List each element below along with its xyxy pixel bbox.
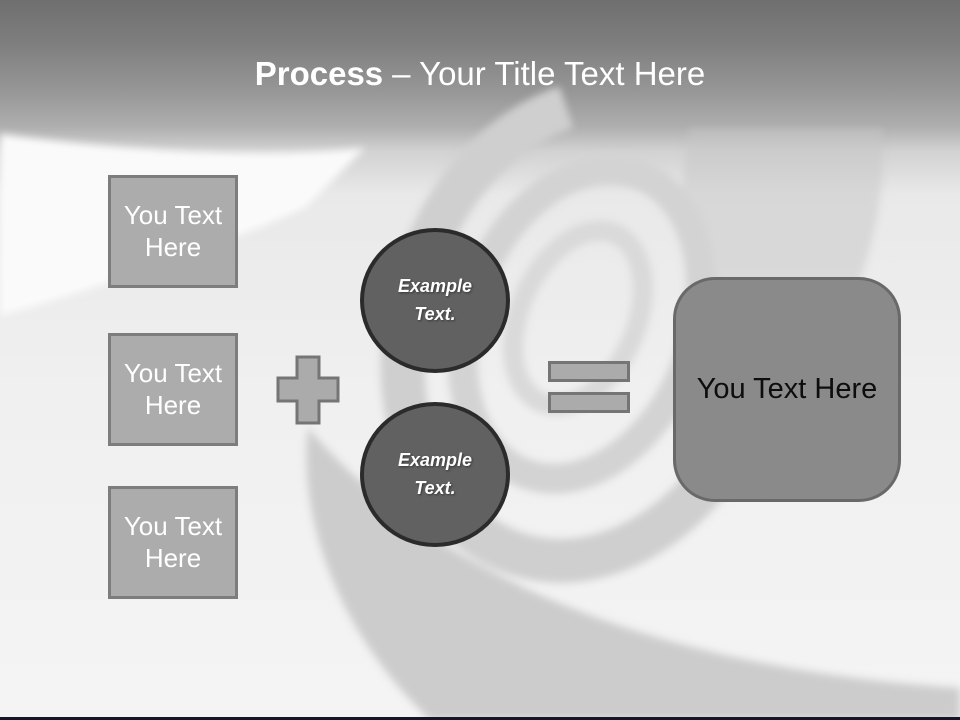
example-circle-2: Example Text. (360, 402, 510, 547)
input-box-1-label: You Text Here (123, 199, 223, 262)
slide-title: Process – Your Title Text Here (0, 54, 960, 94)
example-circle-1: Example Text. (360, 228, 510, 373)
input-box-3-label: You Text Here (123, 510, 223, 573)
result-box: You Text Here (673, 277, 901, 502)
result-box-label: You Text Here (696, 373, 878, 405)
plus-icon (276, 355, 340, 425)
equals-bar-top (548, 361, 630, 382)
input-box-2: You Text Here (108, 333, 238, 446)
input-box-3: You Text Here (108, 486, 238, 599)
example-circle-1-label: Example Text. (397, 275, 473, 324)
equals-bar-bottom (548, 392, 630, 413)
example-circle-2-label: Example Text. (397, 449, 473, 498)
slide-title-rest: – Your Title Text Here (392, 55, 706, 92)
input-box-1: You Text Here (108, 175, 238, 288)
bottom-accent-line (0, 717, 960, 720)
slide-title-emphasis: Process (254, 55, 384, 92)
equals-icon (548, 361, 630, 413)
input-box-2-label: You Text Here (123, 357, 223, 420)
